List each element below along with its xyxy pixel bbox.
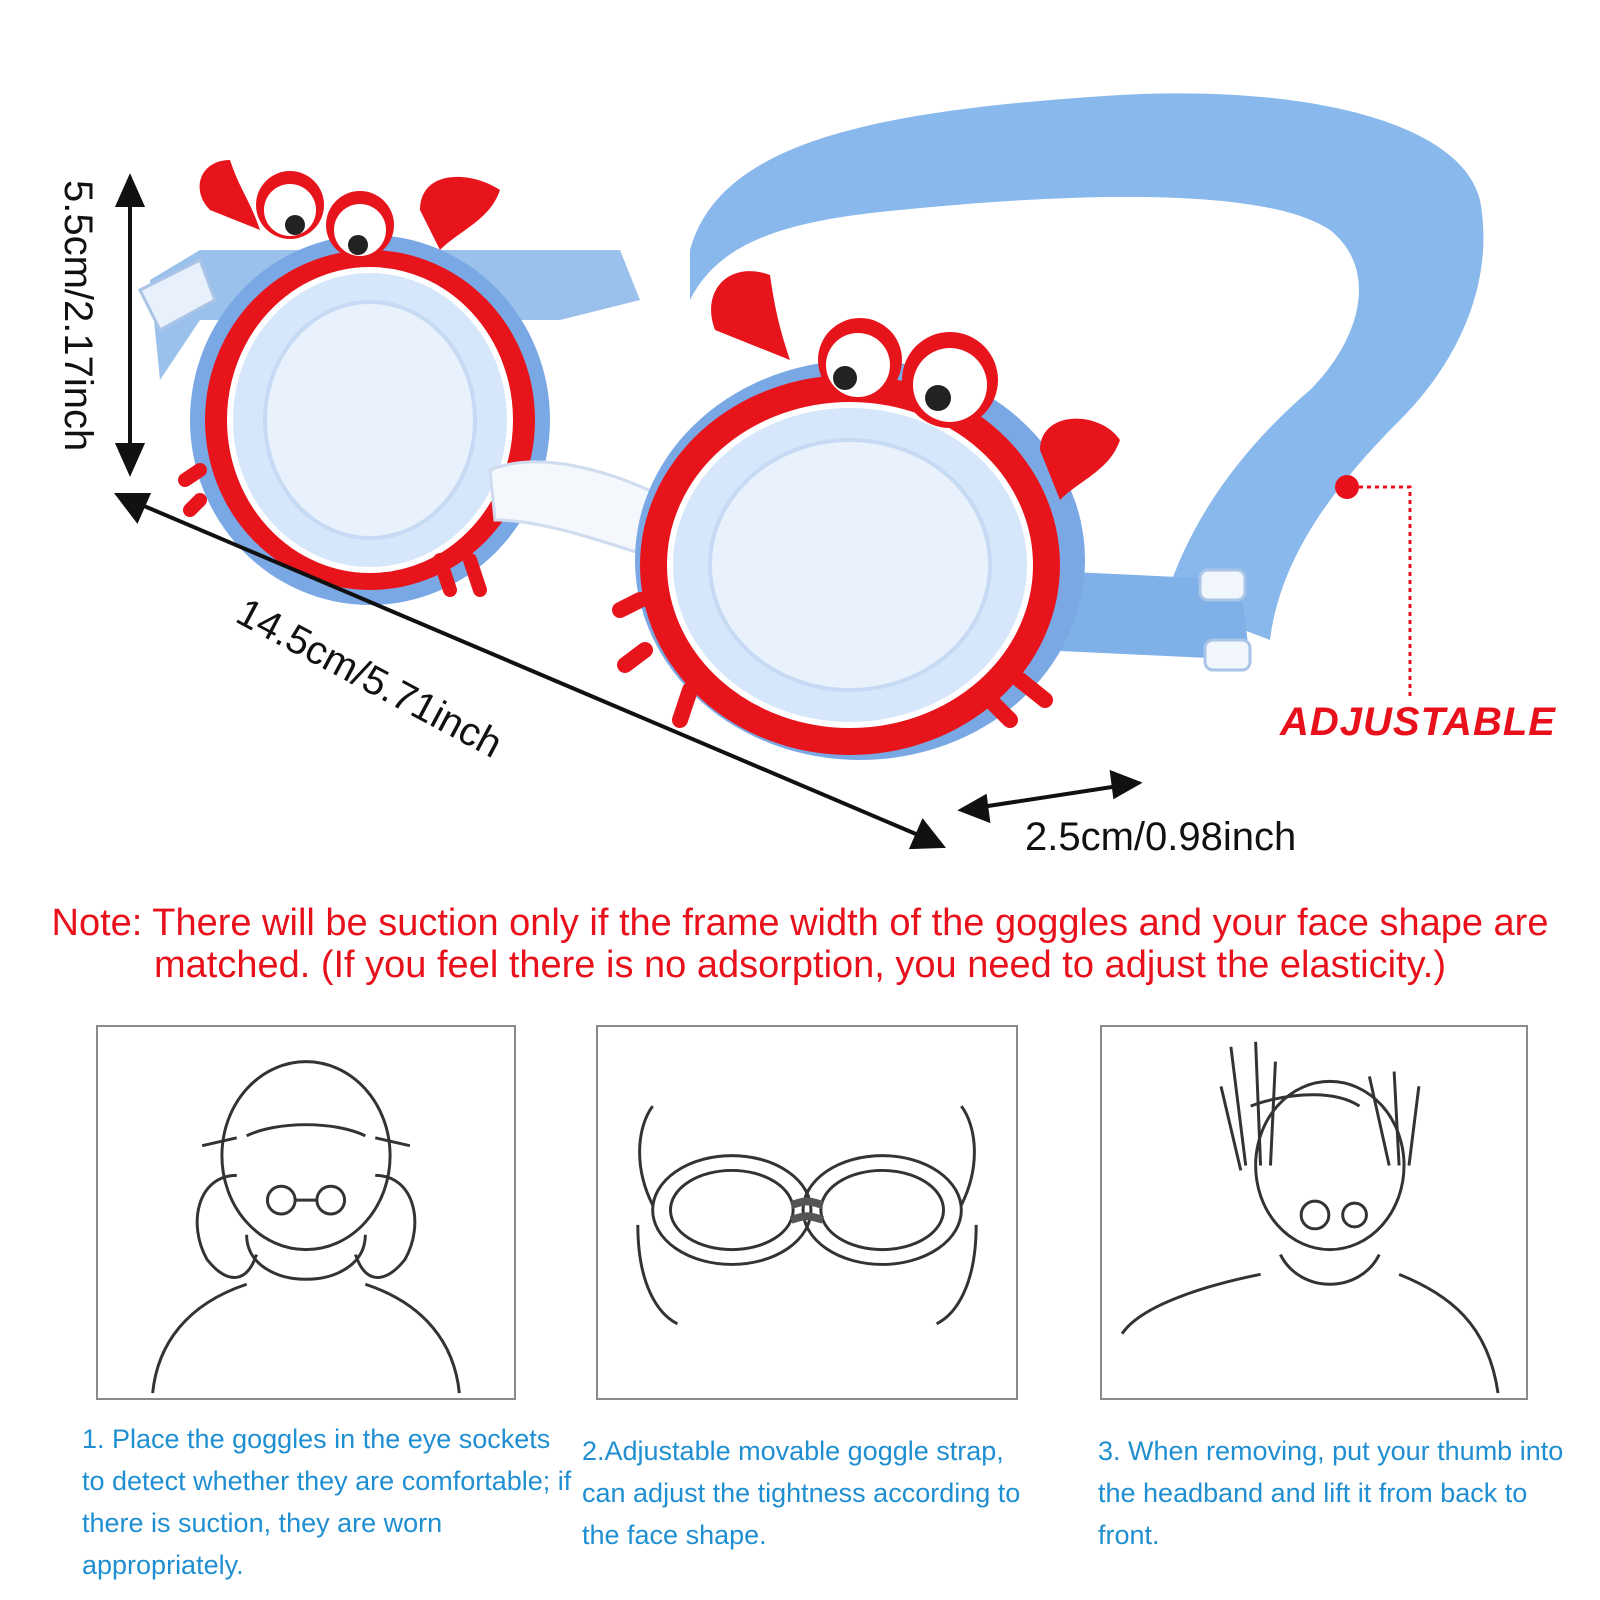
strap-right-band [1030, 570, 1250, 660]
strap-width-arrow [957, 769, 1143, 824]
head-wearing-goggles-drawing [151, 1060, 461, 1394]
goggles-product-image [113, 93, 1484, 850]
step-3-illustration [1100, 1025, 1528, 1400]
right-buckle [1198, 568, 1252, 672]
step-1-text: 1. Place the goggles in the eye sockets … [82, 1424, 572, 1580]
right-goggle [612, 271, 1120, 760]
step-2-illustration [596, 1025, 1018, 1400]
height-dimension-label: 5.5cm/2.17inch [56, 180, 100, 452]
left-crab-eyes [256, 171, 394, 259]
adjustable-callout-line [1335, 475, 1412, 700]
step-3-text: 3. When removing, put your thumb into th… [1098, 1436, 1564, 1550]
step-2-text: 2.Adjustable movable goggle strap, can a… [582, 1436, 1021, 1550]
step-1-illustration [96, 1025, 516, 1400]
height-dimension-arrow [114, 173, 146, 477]
left-goggle [178, 160, 550, 605]
head-removing-goggles-drawing [1120, 1041, 1500, 1394]
length-dimension-arrow [113, 493, 947, 850]
suction-note: Note: There will be suction only if the … [51, 902, 1549, 986]
goggles-front-drawing [636, 1105, 978, 1326]
left-buckle [137, 257, 217, 333]
goggle-strap [690, 93, 1484, 641]
adjustable-label: ADJUSTABLE [1280, 700, 1556, 744]
strap-width-label: 2.5cm/0.98inch [1025, 815, 1297, 859]
right-crab-eyes [818, 318, 998, 428]
